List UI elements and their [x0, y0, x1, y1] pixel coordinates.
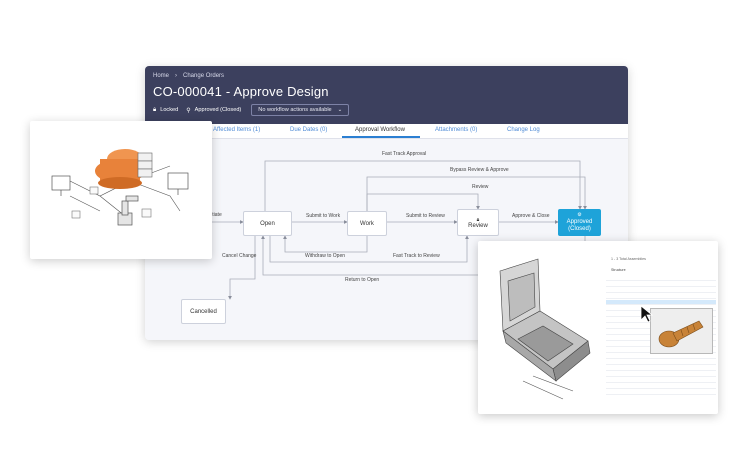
change-order-window: Home › Change Orders CO-000041 - Approve…: [145, 66, 628, 340]
bom-column-header: Structure: [611, 268, 626, 272]
connected-systems-illustration-card: [30, 121, 212, 259]
table-row[interactable]: [606, 288, 716, 293]
chevron-down-icon: ⌄: [337, 107, 343, 113]
cad-model-card: 1 - 3 Total Assemblies Structure: [478, 241, 718, 414]
tab-attachments[interactable]: Attachments (0): [435, 127, 478, 133]
edge-label-fast-track-approval: Fast Track Approval: [382, 151, 427, 157]
edge-label-submit-to-work: Submit to Work: [306, 213, 341, 219]
locked-status: Locked: [160, 107, 179, 113]
node-open-label: Open: [260, 220, 275, 227]
workflow-connectors: [145, 160, 587, 300]
workflow-node-open[interactable]: Open: [243, 211, 292, 236]
edge-label-bypass-review: Bypass Review & Approve: [450, 167, 509, 173]
cloud-network-illustration: [51, 149, 189, 226]
node-review-label: Review: [468, 222, 488, 229]
mouse-cursor-icon: [640, 305, 654, 323]
bolt-part-thumbnail: [658, 320, 704, 348]
breadcrumb-home-link[interactable]: Home: [153, 73, 170, 79]
workflow-node-approved[interactable]: ⚙ Approved (Closed): [558, 209, 601, 236]
workflow-actions-dropdown[interactable]: No workflow actions available ⌄: [251, 104, 350, 116]
page-title: CO-000041 - Approve Design: [153, 84, 329, 99]
table-row[interactable]: [606, 384, 716, 389]
table-row[interactable]: [606, 294, 716, 299]
workflow-actions-label: No workflow actions available: [258, 107, 332, 113]
monitor-icon: [51, 172, 189, 196]
server-icon: [137, 152, 153, 178]
table-row[interactable]: [606, 282, 716, 287]
status-row: 🔒︎ Locked ⚲ Approved (Closed) No workflo…: [153, 104, 350, 116]
cloud-icon: [95, 149, 145, 189]
table-row[interactable]: [606, 354, 716, 359]
workflow-node-review[interactable]: 🔒︎ Review: [457, 209, 499, 236]
part-preview-popup: [650, 308, 713, 354]
breadcrumb: Home › Change Orders: [153, 73, 224, 79]
table-row[interactable]: [606, 360, 716, 365]
lock-icon: 🔒︎: [153, 106, 157, 113]
tab-due-dates[interactable]: Due Dates (0): [290, 127, 328, 133]
edge-label-initiate: Initiate: [207, 212, 222, 218]
edge-label-fast-track-to-review: Fast Track to Review: [393, 253, 440, 259]
workflow-node-work[interactable]: Work: [347, 211, 387, 236]
table-row[interactable]: [606, 276, 716, 281]
node-cancelled-label: Cancelled: [190, 308, 217, 315]
lock-icon: 🔒︎: [476, 216, 480, 223]
box-icon: [71, 186, 152, 219]
active-tab-indicator: [342, 136, 420, 138]
edge-label-withdraw-to-open: Withdraw to Open: [305, 253, 346, 259]
node-approved-sublabel: (Closed): [568, 226, 591, 232]
breadcrumb-change-orders-link[interactable]: Change Orders: [183, 73, 225, 79]
page-header: Home › Change Orders CO-000041 - Approve…: [145, 66, 628, 124]
edge-label-review: Review: [472, 184, 489, 190]
edge-label-submit-to-review: Submit to Review: [406, 213, 445, 219]
edge-label-approve-close: Approve & Close: [512, 213, 550, 219]
workflow-node-cancelled[interactable]: Cancelled: [181, 299, 226, 324]
edge-label-cancel-change: Cancel Change: [222, 253, 257, 259]
table-row[interactable]: [606, 390, 716, 395]
location-pin-icon: ⚲: [186, 107, 191, 114]
bom-summary: 1 - 3 Total Assemblies: [611, 257, 646, 261]
tab-approval-workflow[interactable]: Approval Workflow: [355, 127, 405, 133]
table-row[interactable]: [606, 378, 716, 383]
table-row[interactable]: [606, 366, 716, 371]
table-row[interactable]: [606, 372, 716, 377]
tab-change-log[interactable]: Change Log: [507, 127, 540, 133]
edge-label-return-to-open: Return to Open: [345, 277, 380, 283]
tab-affected-items[interactable]: Affected Items (1): [213, 127, 261, 133]
breadcrumb-separator: ›: [175, 73, 178, 79]
tab-bar: Affected Items (1) Due Dates (0) Approva…: [145, 124, 628, 139]
table-row-selected[interactable]: [606, 300, 716, 305]
seat-model-viewport[interactable]: [478, 241, 606, 414]
node-approved-label: Approved: [566, 219, 593, 225]
node-work-label: Work: [360, 220, 374, 227]
workflow-state-status: Approved (Closed): [194, 107, 242, 113]
gear-icon: ⚙: [577, 212, 582, 218]
robot-arm-icon: [117, 195, 139, 226]
